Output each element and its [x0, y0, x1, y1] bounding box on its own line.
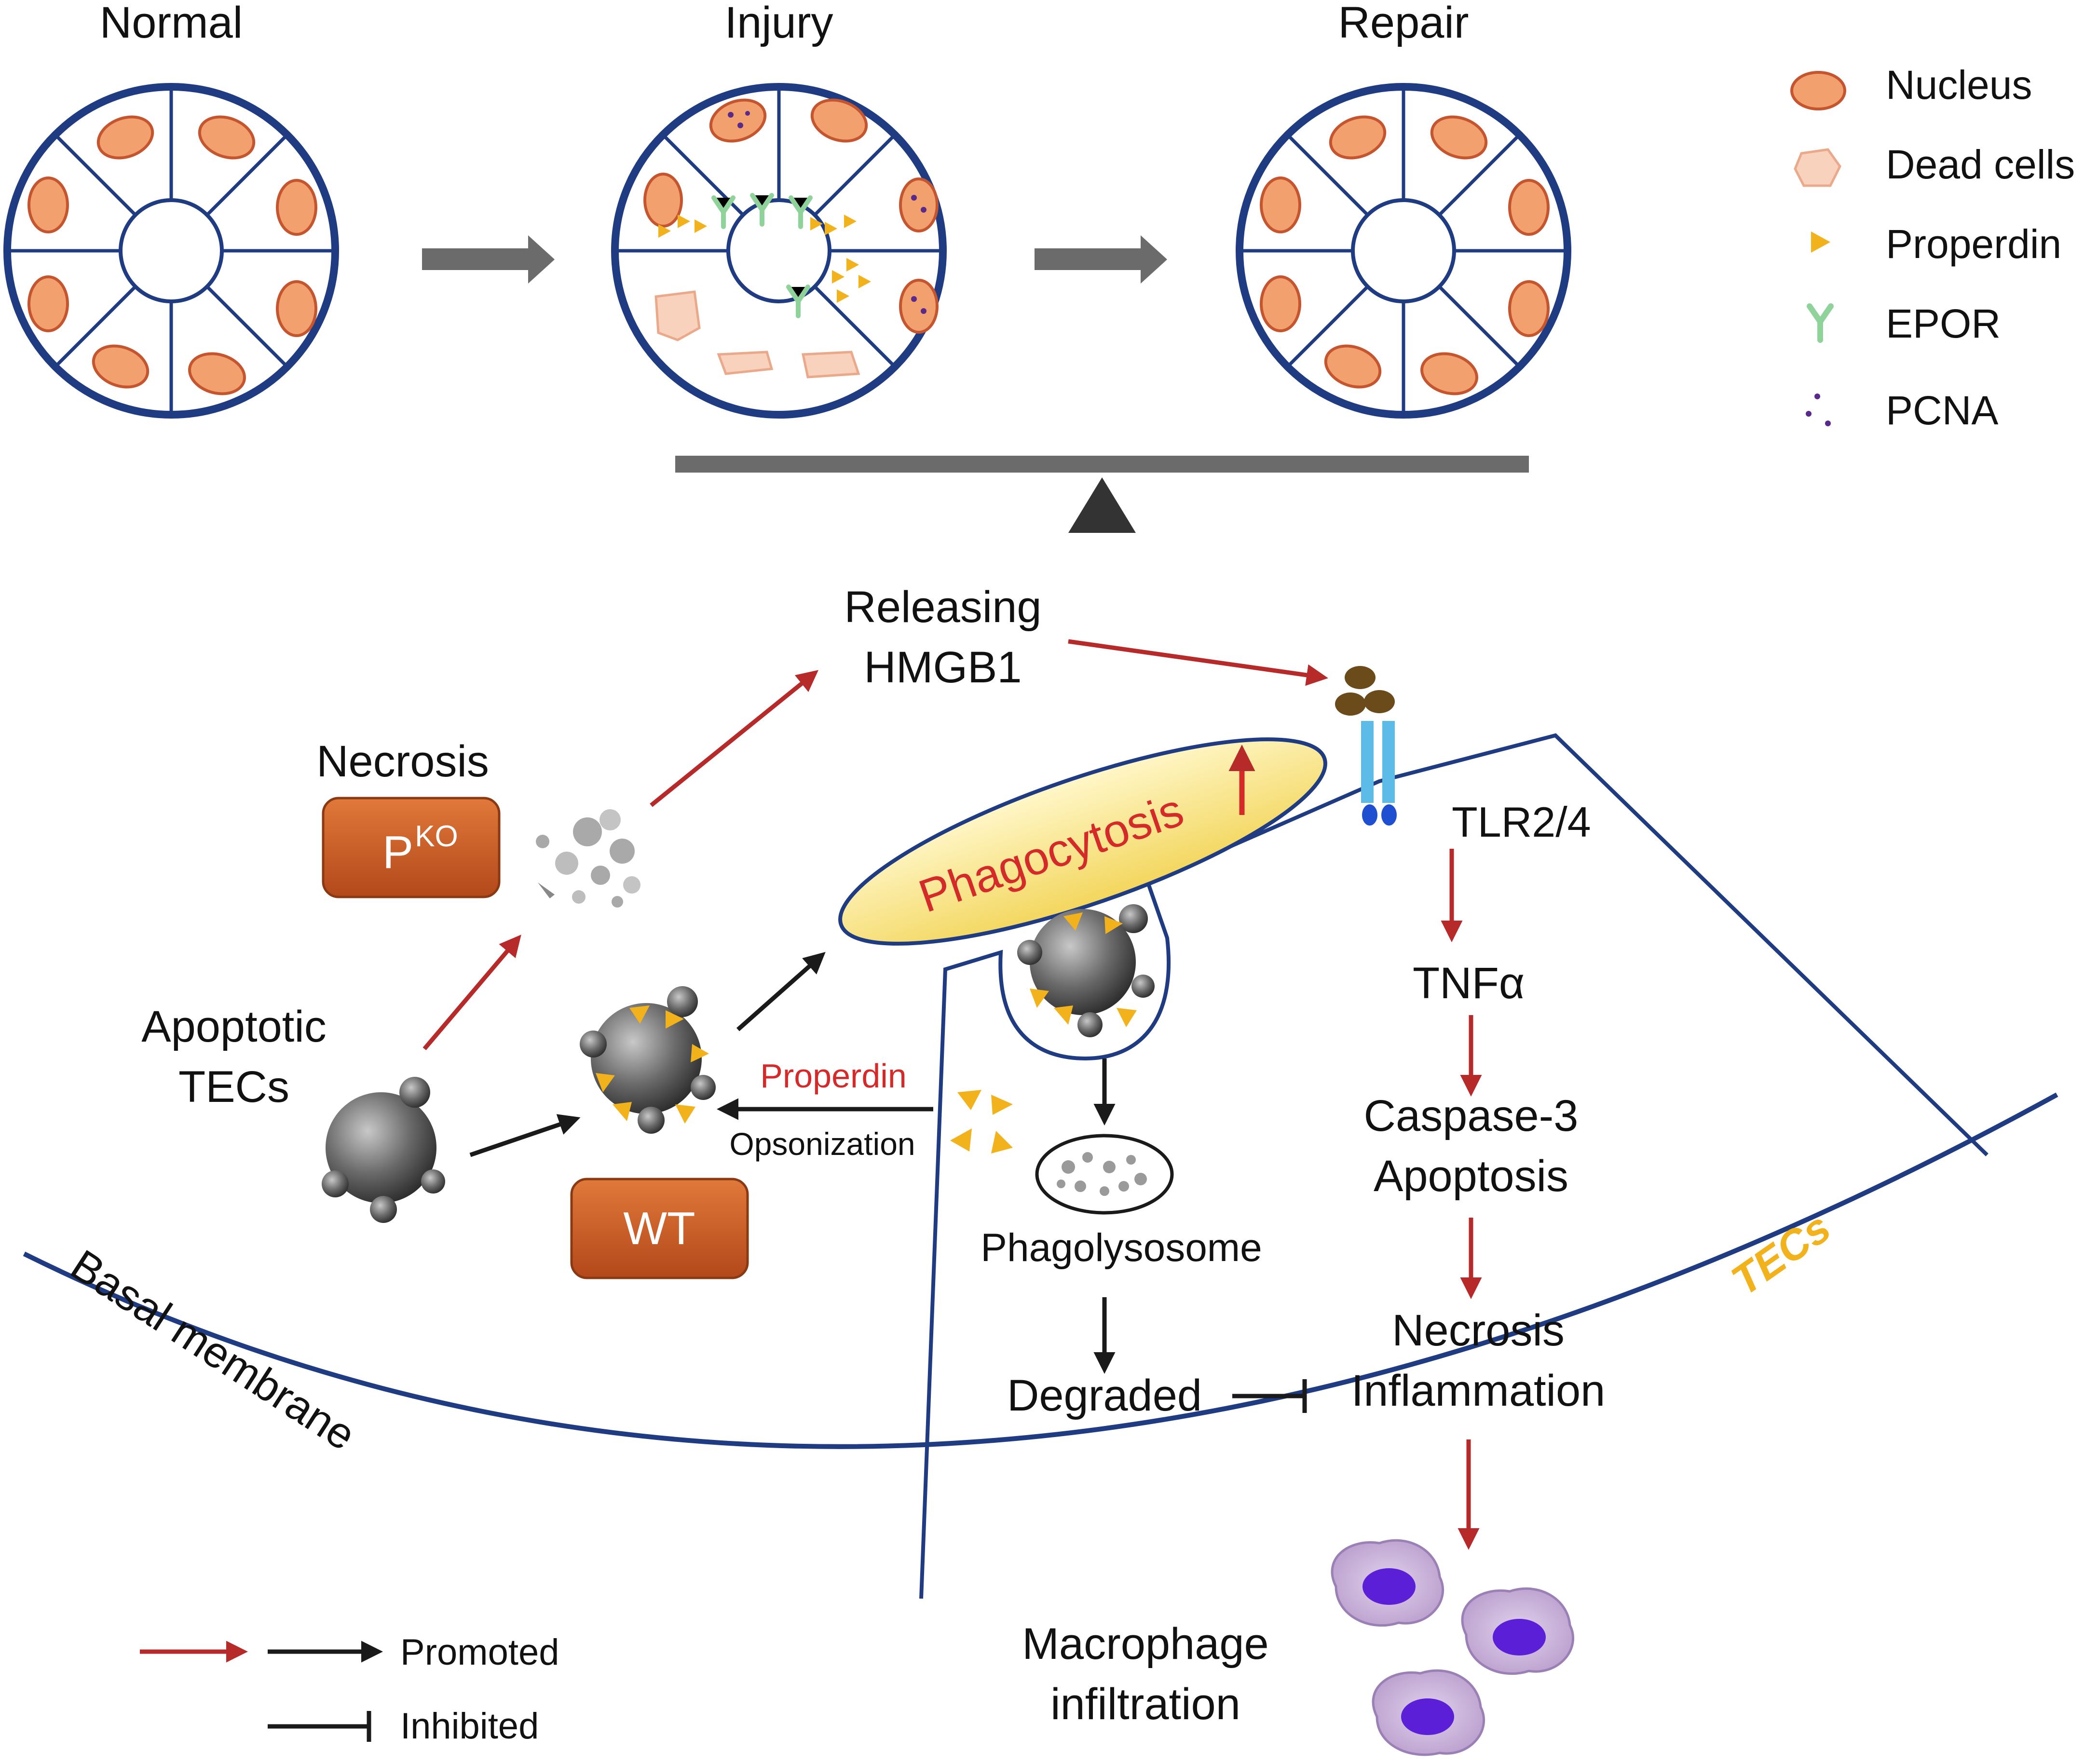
apoptotic-label: Apoptotic [141, 1002, 327, 1051]
apoptotic-cell [322, 1077, 445, 1223]
balance-fulcrum [1068, 477, 1136, 533]
macrophage-cell [1372, 1669, 1485, 1756]
stage-arrow-1 [422, 235, 555, 284]
degraded-label: Degraded [1007, 1371, 1202, 1420]
apoptotic-tecs-label: TECs [178, 1062, 289, 1112]
epor-injury [711, 193, 813, 318]
tlr-label: TLR2/4 [1452, 798, 1591, 846]
free-properdin [950, 1090, 1013, 1153]
macrophage-group [1331, 1539, 1574, 1756]
legend-properdin-icon [1811, 231, 1830, 253]
tlr-receptor [1335, 666, 1397, 826]
properdin-injury [658, 215, 871, 303]
phagolysosome-label: Phagolysosome [981, 1226, 1262, 1270]
hmgb1-molecules [1335, 666, 1395, 716]
tubule-injury [611, 83, 947, 419]
tubule-normal [3, 83, 339, 419]
arrow-necrosis-to-hmgb1 [650, 670, 818, 807]
legend-epor-label: EPOR [1886, 301, 2001, 346]
pko-box: P KO [322, 797, 501, 898]
opsonized-cell [580, 986, 716, 1134]
stage-repair-label: Repair [1338, 0, 1469, 47]
pko-superscript: KO [415, 820, 458, 853]
tecs-label: TECs [1723, 1203, 1839, 1304]
wt-box: WT [570, 1178, 749, 1279]
pko-label: P [382, 827, 413, 878]
macrophage-cell [1461, 1587, 1574, 1675]
necrotic-debris [536, 809, 640, 908]
basal-membrane-label: Basal membrane [62, 1241, 364, 1460]
wt-label: WT [623, 1203, 695, 1254]
nucleus-group [27, 115, 317, 395]
key-promoted-label: Promoted [400, 1632, 559, 1673]
legend-nucleus-label: Nucleus [1886, 62, 2032, 108]
stage-injury-label: Injury [725, 0, 833, 47]
inflammation-label: Inflammation [1351, 1366, 1606, 1415]
hmgb1-label: HMGB1 [864, 643, 1022, 692]
key-inhibited-label: Inhibited [400, 1706, 539, 1747]
macrophage-label: Macrophage [1022, 1619, 1268, 1669]
balance-beam [675, 456, 1529, 473]
inhibit-degraded-to-inflammation [1232, 1379, 1307, 1413]
legend-pcna-icon [1806, 394, 1831, 426]
tec-boundary [919, 733, 1989, 1599]
macrophage-cell [1331, 1539, 1444, 1627]
arrow-apoptotic-to-necrosis [422, 935, 521, 1050]
legend-dead-cells-icon [1794, 148, 1841, 187]
releasing-label: Releasing [844, 583, 1041, 632]
basal-membrane-line [23, 1092, 2058, 1449]
arrow-hmgb1-to-tlr [1068, 639, 1328, 686]
phagolysosome-icon [1035, 1134, 1174, 1215]
opsonization-label: Opsonization [729, 1126, 915, 1162]
caspase-label: Caspase-3 [1364, 1091, 1579, 1140]
stage-arrow-2 [1035, 235, 1167, 284]
properdin-label: Properdin [760, 1057, 907, 1095]
legend-epor-icon [1807, 303, 1834, 343]
necrosis-label: Necrosis [316, 737, 489, 786]
arrow-opsonized-to-phagocytosis [736, 952, 826, 1031]
legend-nucleus-icon [1790, 71, 1846, 110]
stage-normal-label: Normal [100, 0, 243, 47]
tubule-repair [1236, 83, 1571, 419]
necrosis2-label: Necrosis [1392, 1306, 1565, 1355]
legend: Nucleus Dead cells Properdin EPOR PCNA [1790, 62, 2075, 433]
pcna-dots [728, 111, 926, 314]
legend-pcna-label: PCNA [1886, 388, 1998, 433]
tnf-label: TNFα [1413, 959, 1525, 1008]
apoptosis-label: Apoptosis [1374, 1152, 1568, 1201]
legend-properdin-label: Properdin [1886, 221, 2061, 267]
arrow-key: Promoted Inhibited [140, 1632, 559, 1747]
arrow-apoptotic-to-opsonized [469, 1114, 581, 1157]
engulfed-cell [1017, 904, 1155, 1037]
macrophage-infiltration-label: infiltration [1050, 1680, 1240, 1729]
dead-cells [654, 290, 860, 379]
legend-dead-cells-label: Dead cells [1886, 142, 2075, 187]
